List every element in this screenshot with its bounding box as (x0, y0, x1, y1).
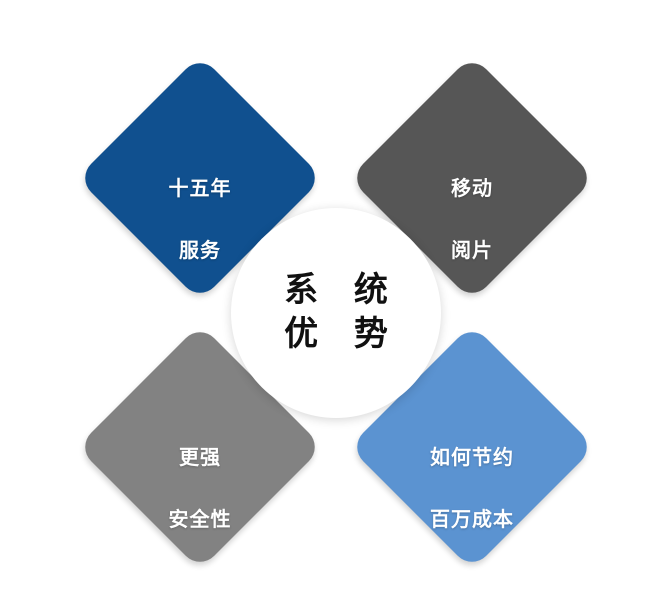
center-circle: 系 统 优 势 (231, 208, 441, 418)
center-title-line2: 优 势 (284, 314, 400, 354)
center-title-line1: 系 统 (284, 270, 400, 311)
